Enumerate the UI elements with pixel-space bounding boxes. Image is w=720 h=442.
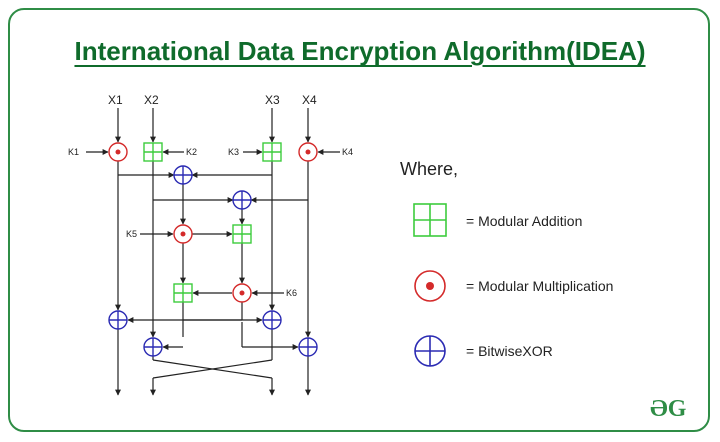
key-label-k1: K1 [68,147,79,157]
key-label-k3: K3 [228,147,239,157]
legend-xor-icon [414,335,446,367]
add-k2 [143,142,163,162]
key-label-k6: K6 [286,288,297,298]
legend-heading: Where, [400,159,458,179]
xor-out-1 [108,310,128,330]
xor-out-4 [298,337,318,357]
gfg-logo: ƏG [650,396,687,422]
key-label-k4: K4 [342,147,353,157]
input-label-x2: X2 [144,93,159,107]
legend-multiplication-icon [414,270,446,302]
legend-xor-label: = BitwiseXOR [466,343,553,359]
swap-3b [152,359,273,379]
xor-2 [232,190,252,210]
diagram-wires [86,108,340,396]
input-label-x1: X1 [108,93,123,107]
mul-k5 [173,224,193,244]
add-ma-1 [232,224,252,244]
legend-addition-icon [413,203,447,237]
legend-addition-label: = Modular Addition [466,213,582,229]
add-ma-2 [173,283,193,303]
xor-out-3 [262,310,282,330]
legend-multiplication-label: = Modular Multiplication [466,278,613,294]
add-k3 [262,142,282,162]
diagram-frame [8,8,710,432]
page-title: International Data Encryption Algorithm(… [74,36,646,66]
input-label-x4: X4 [302,93,317,107]
xor-1 [173,165,193,185]
diagram-operations [108,142,318,357]
mul-k1 [108,142,128,162]
key-label-k5: K5 [126,229,137,239]
xor-out-2 [143,337,163,357]
mul-k4 [298,142,318,162]
input-label-x3: X3 [265,93,280,107]
mul-k6 [232,283,252,303]
key-label-k2: K2 [186,147,197,157]
